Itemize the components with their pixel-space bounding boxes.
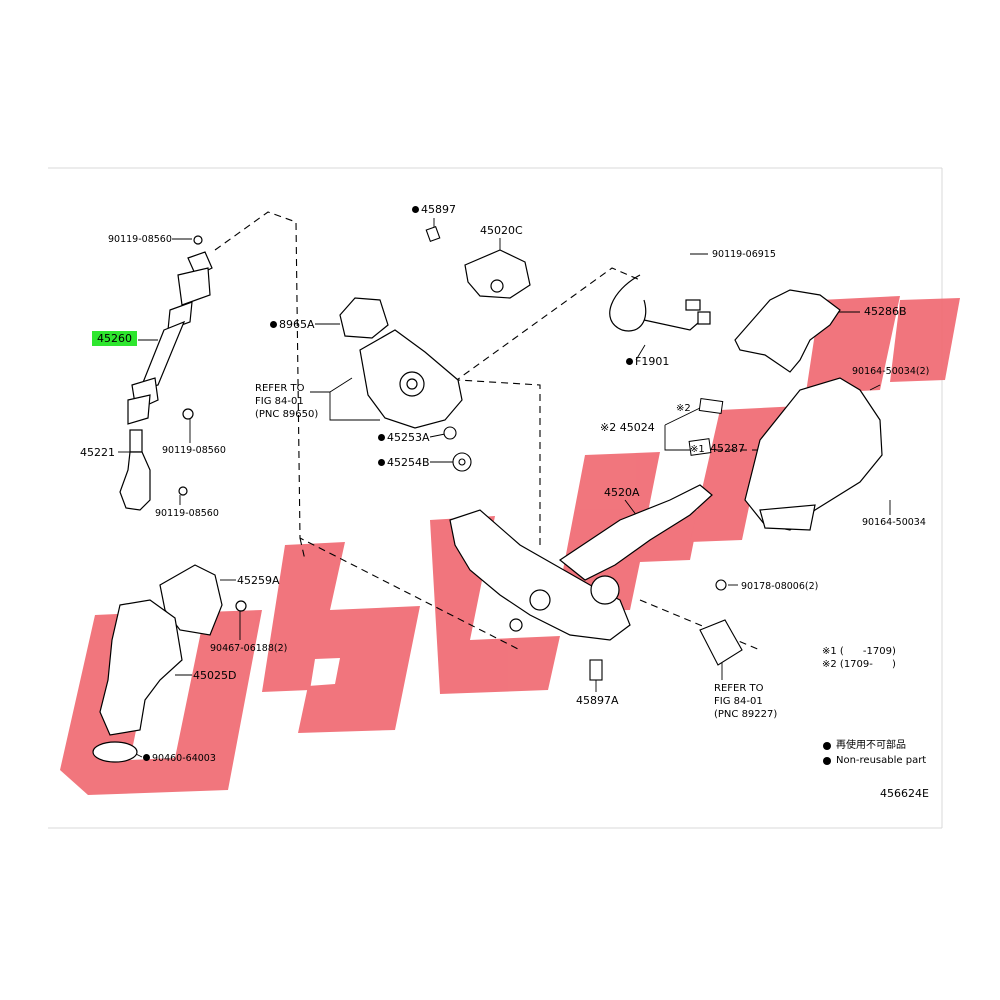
label-pnc-89227: (PNC 89227)	[714, 709, 778, 720]
label-refer-to-1: REFER TO	[255, 383, 305, 394]
upper-column-cover	[734, 289, 841, 373]
label-45259a: 45259A	[237, 574, 280, 587]
label-8965a: 8965A	[270, 318, 315, 331]
small-parts	[443, 426, 472, 472]
label-45254b: 45254B	[378, 456, 430, 469]
label-pnc-89650: (PNC 89650)	[255, 409, 319, 420]
note-x2-range: ※2 (1709- )	[822, 659, 896, 670]
label-90119-08560-top: 90119-08560	[108, 234, 172, 245]
label-90178-08006-2: 90178-08006(2)	[741, 581, 819, 592]
label-45260-highlighted: 45260	[92, 331, 137, 346]
label-4520a: 4520A	[604, 486, 640, 499]
label-45221: 45221	[80, 446, 115, 459]
wire-harness	[609, 274, 711, 332]
legend-dot-en	[823, 757, 831, 765]
label-45025d: 45025D	[193, 669, 237, 682]
intermediate-shaft	[127, 235, 213, 425]
label-f1901: F1901	[626, 355, 669, 368]
label-90460-64003: 90460-64003	[143, 752, 216, 765]
misc-fasteners	[589, 579, 743, 681]
legend-jp-label: 再使用不可部品	[836, 740, 906, 751]
switch-45020c	[464, 249, 531, 299]
label-45253a: 45253A	[378, 431, 430, 444]
label-90119-08560-bot: 90119-08560	[155, 508, 219, 519]
label-45020c: 45020C	[480, 224, 523, 237]
label-45287: 45287	[710, 442, 745, 455]
label-refer-to-2: REFER TO	[714, 683, 764, 694]
legend-en-label: Non-reusable part	[836, 755, 927, 766]
bracket-assembly	[359, 329, 463, 429]
label-45897: 45897	[412, 203, 456, 216]
highlight-45260: 45260	[92, 331, 137, 346]
dust-boot-assembly	[92, 564, 247, 763]
non-reusable-dot	[626, 358, 633, 365]
label-45286b: 45286B	[864, 305, 907, 318]
bolt-45897	[425, 225, 441, 243]
label-x2-45024: ※2 45024	[600, 421, 655, 434]
non-reusable-dot	[270, 321, 277, 328]
non-reusable-dot	[412, 206, 419, 213]
sensor-8965a	[339, 297, 389, 339]
steering-column	[449, 484, 713, 641]
non-reusable-dot	[378, 459, 385, 466]
note-x1-range: ※1 ( -1709)	[822, 646, 896, 657]
label-x1-plate: ※1	[690, 444, 705, 455]
non-reusable-dot	[143, 754, 150, 761]
label-x2-plate: ※2	[676, 403, 691, 414]
label-90164-50034: 90164-50034	[862, 517, 926, 528]
label-90467-06188-2: 90467-06188(2)	[210, 643, 288, 654]
legend-dot-jp	[823, 742, 831, 750]
label-plates	[688, 397, 724, 456]
non-reusable-dot	[378, 434, 385, 441]
label-90119-06915: 90119-06915	[712, 249, 776, 260]
label-90164-50034-2: 90164-50034(2)	[852, 366, 930, 377]
label-90119-08560-mid: 90119-08560	[162, 445, 226, 456]
lower-shaft	[119, 429, 188, 511]
figure-code: 456624E	[880, 787, 929, 800]
label-45897a: 45897A	[576, 694, 619, 707]
lower-column-cover	[744, 377, 883, 531]
label-fig-84-01-2: FIG 84-01	[714, 696, 763, 707]
label-fig-84-01-1: FIG 84-01	[255, 396, 304, 407]
